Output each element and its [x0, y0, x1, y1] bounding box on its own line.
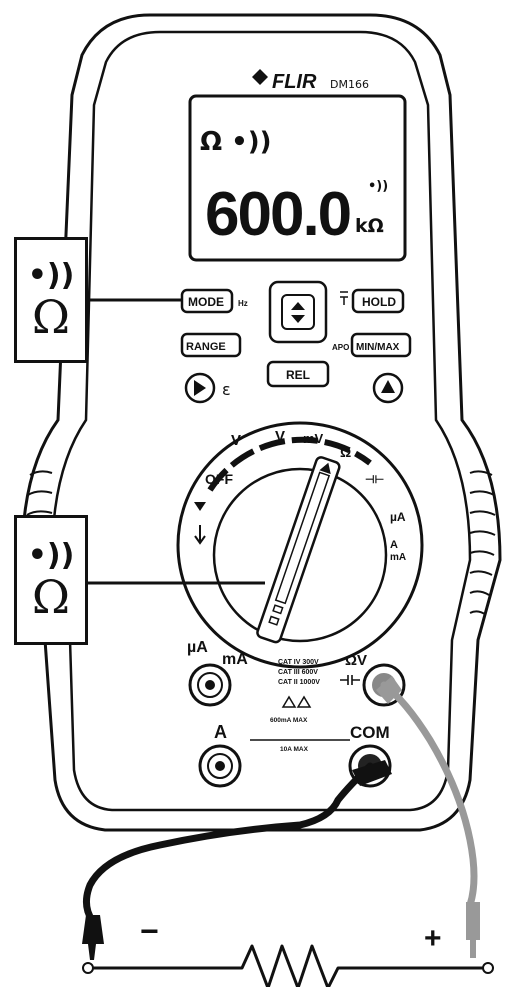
apo-label: APO — [332, 343, 349, 352]
fuse-a-label: 10A MAX — [280, 746, 309, 753]
fuse-ma-label: 600mA MAX — [270, 717, 308, 724]
flashlight-button[interactable] — [186, 374, 214, 402]
cat-ratings: CAT IV 300V CAT III 600V CAT II 1000V — [278, 659, 320, 686]
laser-button[interactable] — [374, 374, 402, 402]
svg-text:MODE: MODE — [188, 295, 224, 309]
svg-text:REL: REL — [286, 368, 310, 382]
svg-text:HOLD: HOLD — [362, 295, 396, 309]
svg-text:RANGE: RANGE — [186, 341, 226, 353]
minmax-button[interactable]: MIN/MAX — [352, 334, 410, 356]
dial-mv-label: mV — [303, 431, 324, 446]
ohm-icon: Ω — [32, 293, 70, 341]
callout-box-mode: •)) Ω — [14, 237, 88, 363]
mode-button[interactable]: MODE — [182, 290, 232, 312]
rotary-dial[interactable] — [178, 423, 422, 667]
jack-ua-ma[interactable] — [190, 665, 230, 705]
dial-a-label: A — [390, 539, 398, 551]
ohm-icon: Ω — [32, 573, 70, 621]
svg-text:CAT II 1000V: CAT II 1000V — [278, 679, 320, 686]
dial-vac-label: V — [231, 432, 241, 449]
range-button[interactable]: RANGE — [182, 334, 240, 356]
epsilon-label: ε — [222, 380, 231, 399]
rel-button[interactable]: REL — [268, 362, 328, 386]
minus-sign: − — [140, 913, 159, 949]
jack-com-label: COM — [350, 723, 390, 742]
lcd-reading: 600.0 — [205, 180, 350, 249]
svg-text:CAT III 600V: CAT III 600V — [278, 669, 318, 676]
svg-text:MIN/MAX: MIN/MAX — [356, 342, 400, 353]
continuity-icon: •)) — [28, 259, 75, 293]
callout-box-dial: •)) Ω — [14, 515, 88, 645]
navigation-button[interactable] — [270, 282, 326, 342]
dial-cap-label: ⊣⊢ — [365, 473, 384, 486]
jack-a[interactable] — [200, 746, 240, 786]
jack-ua-label: µA — [187, 639, 208, 656]
hz-label: Hz — [238, 299, 248, 308]
dial-ohm-label: Ω — [340, 444, 351, 460]
continuity-icon: •)) — [28, 539, 75, 573]
dial-ua-label: µA — [390, 510, 406, 524]
jack-ohm-v-label: ΩV — [345, 652, 367, 669]
lcd-continuity-icon: •)) — [368, 179, 388, 194]
dial-ma-label: mA — [390, 552, 406, 563]
lcd-mode-symbols: Ω •)) — [200, 127, 272, 157]
jack-ma-label: mA — [222, 651, 248, 668]
dial-vdc-label: V — [275, 428, 285, 445]
jack-a-label: A — [214, 722, 227, 742]
svg-text:CAT IV 300V: CAT IV 300V — [278, 659, 319, 666]
model-label: DM166 — [330, 78, 369, 91]
svg-text:FLIR: FLIR — [272, 71, 317, 93]
lcd-unit: kΩ — [355, 215, 384, 237]
dial-off-label: OFF — [205, 471, 233, 487]
hold-button[interactable]: HOLD — [353, 290, 403, 312]
plus-sign: + — [424, 922, 442, 955]
